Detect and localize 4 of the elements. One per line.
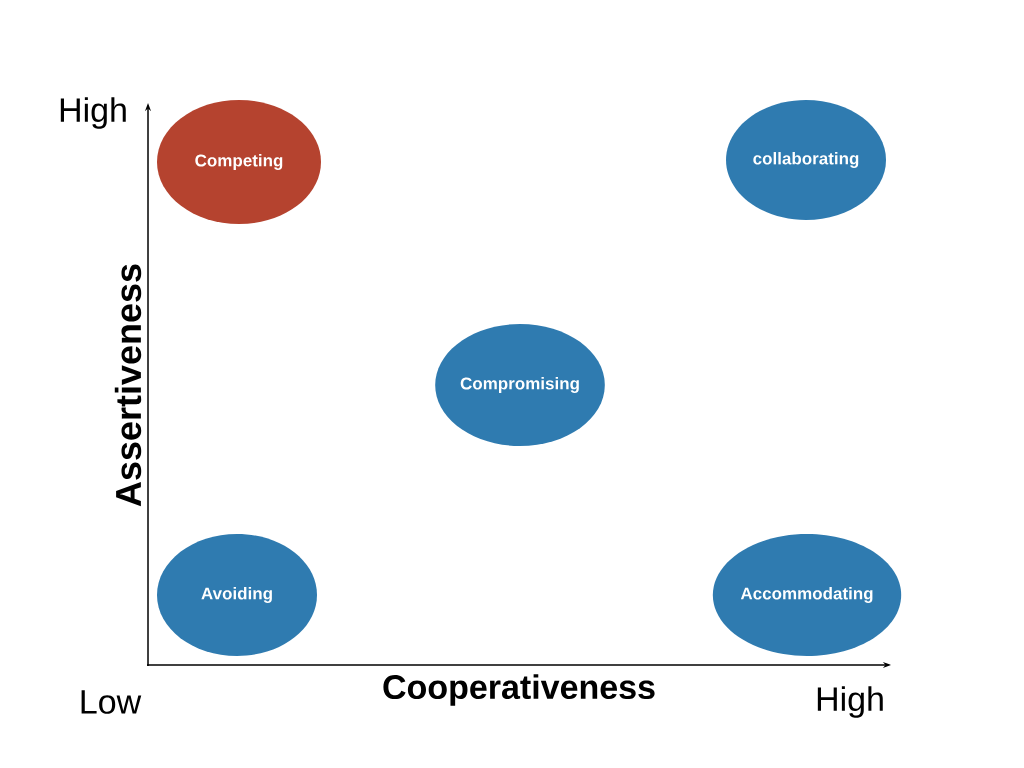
axis-label: High — [60, 97, 126, 129]
axis-label: Low — [81, 690, 142, 714]
axis-title: Assertiveness — [114, 264, 142, 507]
axis-title: Cooperativeness — [383, 674, 655, 706]
